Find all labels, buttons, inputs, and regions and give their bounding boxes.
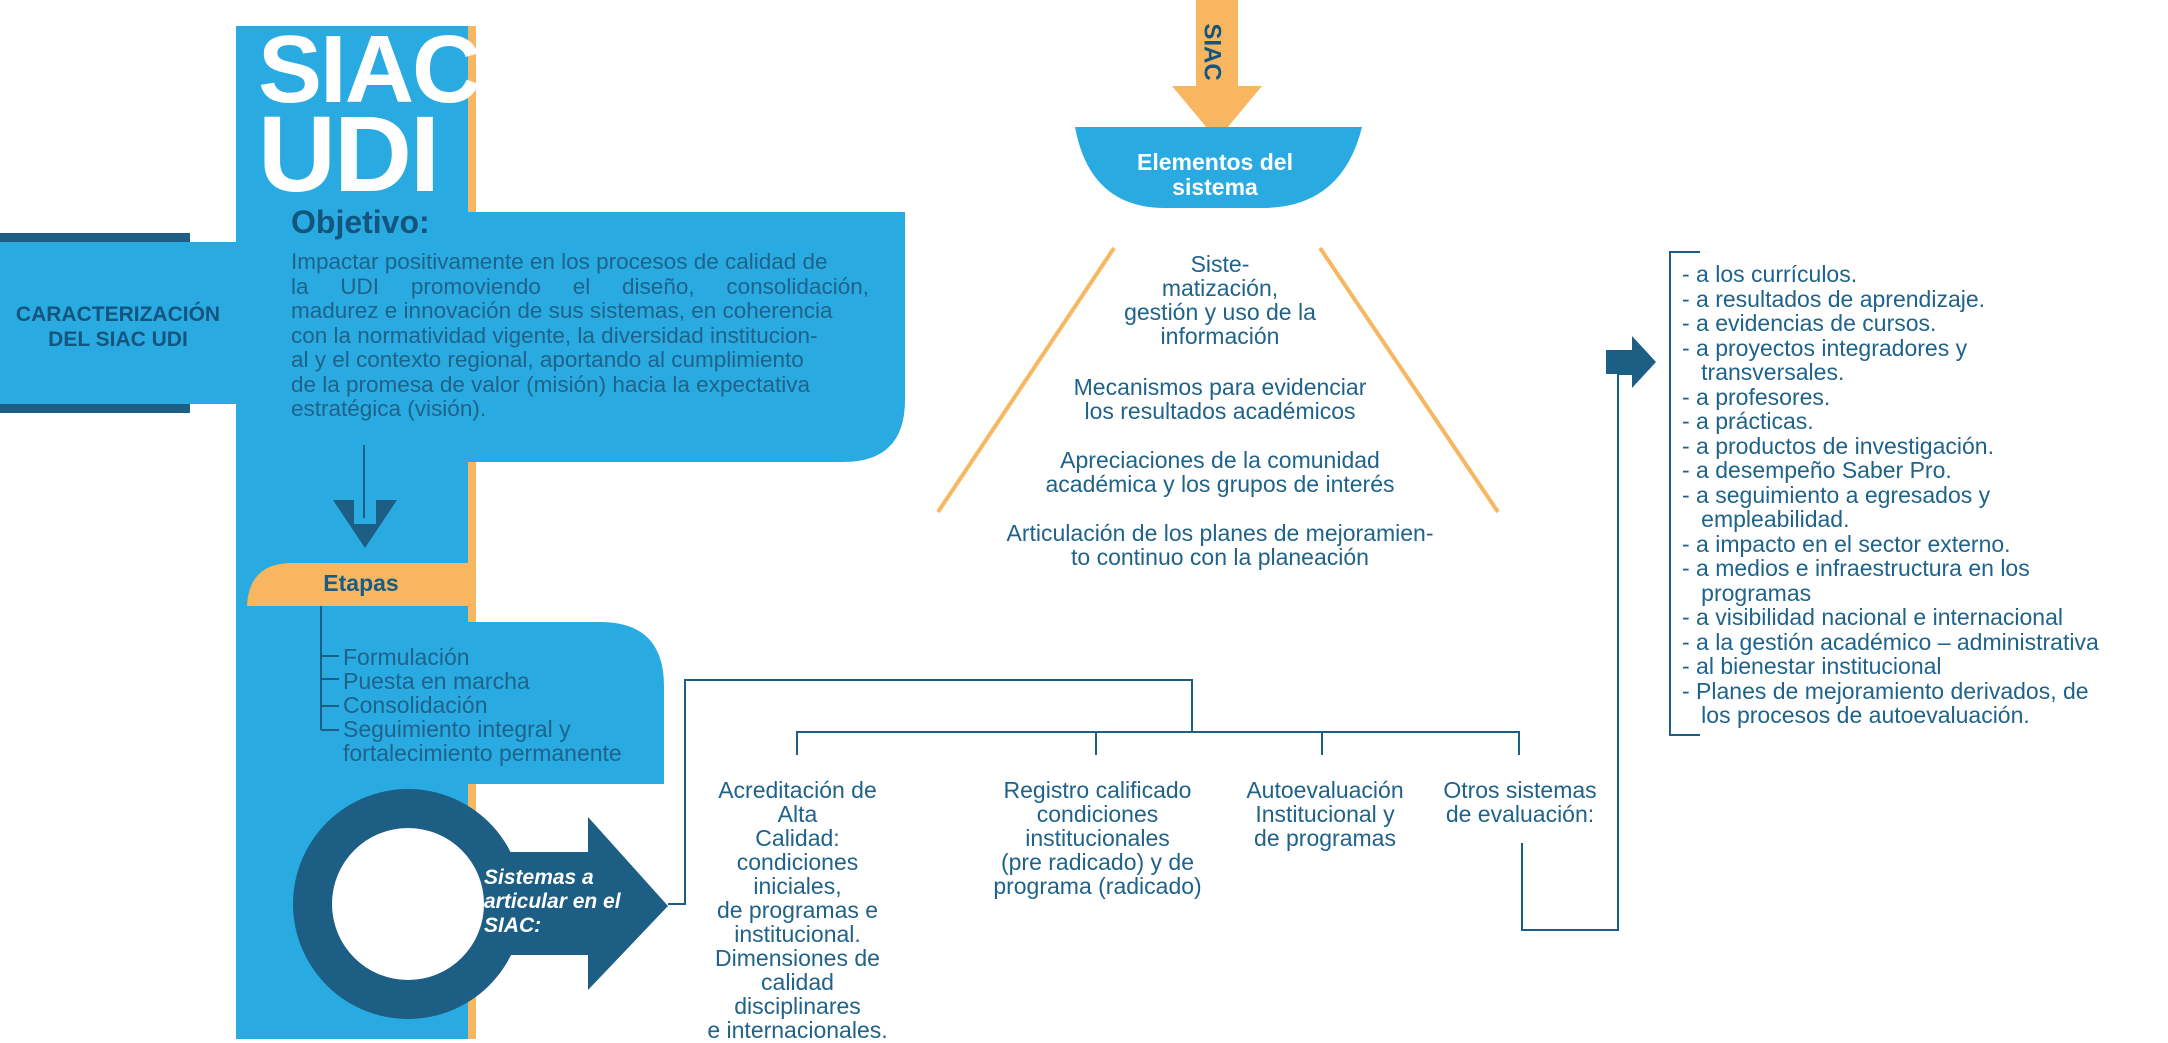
vertical-bar-shadow <box>466 26 476 1039</box>
list-item: empleabilidad. <box>1682 506 1850 532</box>
title-udi: UDI <box>258 93 440 214</box>
element-item: Apreciaciones de la comunidad académica … <box>1010 448 1430 496</box>
elements-title-line1: Elementos del <box>1137 149 1293 175</box>
elements-title-line2: sistema <box>1172 174 1258 200</box>
list-item: - a visibilidad nacional e internacional <box>1682 604 2064 630</box>
system-otros: Otros sistemas de evaluación: <box>1430 778 1610 826</box>
systems-label-line1: Sistemas a <box>484 866 594 889</box>
stage-item: fortalecimiento permanente <box>343 740 622 766</box>
caracterizacion-line1: CARACTERIZACIÓN <box>15 303 221 326</box>
stage-item: Seguimiento integral y <box>343 716 571 742</box>
stages-box <box>466 622 664 784</box>
down-arrow <box>333 500 397 548</box>
system-line: Institucional y <box>1255 801 1395 827</box>
objective-line: la UDI promoviendo el diseño, consolidac… <box>291 273 869 299</box>
list-item: - a proyectos integradores y <box>1682 334 1968 361</box>
system-line: Registro calificado <box>1003 777 1192 803</box>
caracterizacion-label: CARACTERIZACIÓN DEL SIAC UDI <box>0 302 236 352</box>
list-item: - a evidencias de cursos. <box>1682 310 1937 336</box>
objective-title: Objetivo: <box>291 204 430 240</box>
system-line: (pre radicado) y de <box>1000 849 1195 875</box>
system-line: Acreditación de Alta <box>718 777 877 827</box>
list-item: - a medios e infraestructura en los <box>1682 555 2030 581</box>
systems-label: Sistemas a articular en el SIAC: <box>484 866 634 938</box>
list-item: programas <box>1682 579 1812 606</box>
list-item: los procesos de autoevaluación. <box>1682 702 2030 728</box>
title-siac: SIAC <box>258 16 481 123</box>
element-line: Mecanismos para evidenciar <box>1073 374 1367 400</box>
system-line: Otros sistemas <box>1443 777 1597 803</box>
element-line: académica y los grupos de interés <box>1045 471 1395 497</box>
system-line: e internacionales. <box>707 1017 888 1043</box>
objective-line: estratégica (visión). <box>291 396 487 421</box>
system-line: condiciones iniciales, <box>736 849 859 899</box>
system-line: Dimensiones de <box>715 945 880 971</box>
system-autoevaluacion: Autoevaluación Institucional y de progra… <box>1235 778 1415 850</box>
element-item: Articulación de los planes de mejoramien… <box>980 521 1460 569</box>
list-item: - a impacto en el sector externo. <box>1682 530 2011 557</box>
list-item: - al bienestar institucional <box>1682 653 1942 679</box>
list-item: - a seguimiento a egresados y <box>1682 481 1991 508</box>
objective-line: al y el contexto regional, aportando al … <box>291 347 804 372</box>
stage-item: Consolidación <box>343 692 488 718</box>
list-item: - a resultados de aprendizaje. <box>1682 285 1986 312</box>
objective-line: con la normatividad vigente, la diversid… <box>291 322 818 348</box>
list-item: - a productos de investigación. <box>1682 432 1994 459</box>
objective-box <box>466 212 905 462</box>
system-acreditacion: Acreditación de Alta Calidad: condicione… <box>700 778 895 1042</box>
element-line: matización, <box>1161 275 1279 301</box>
elements-box <box>1075 127 1362 208</box>
element-item: Mecanismos para evidenciar los resultado… <box>1020 375 1420 423</box>
elements-title: Elementos del sistema <box>1100 150 1330 200</box>
evaluation-list: - a los currículos. - a resultados de ap… <box>1682 262 2099 728</box>
system-line: condiciones <box>1036 801 1159 827</box>
system-line: de programas e <box>716 897 879 923</box>
stages-title: Etapas <box>323 570 399 596</box>
objective-text: Impactar positivamente en los procesos d… <box>291 249 869 422</box>
element-line: Apreciaciones de la comunidad <box>1060 447 1380 473</box>
list-item: - a los currículos. <box>1682 261 1858 287</box>
system-line: calidad disciplinares <box>734 969 861 1019</box>
caracterizacion-box <box>0 242 240 404</box>
list-item: - a la gestión académico – administrativ… <box>1682 628 2099 655</box>
element-line: gestión y uso de la <box>1124 299 1316 325</box>
list-item: - a profesores. <box>1682 383 1831 410</box>
top-siac-label: SIAC <box>1197 16 1237 86</box>
stage-item: Puesta en marcha <box>343 668 530 694</box>
element-line: información <box>1160 323 1280 349</box>
system-line: institucional. <box>734 921 861 947</box>
systems-label-line3: SIAC: <box>484 914 542 937</box>
element-line: Siste- <box>1190 251 1250 277</box>
objective-line: madurez e innovación de sus sistemas, en… <box>291 298 833 323</box>
system-line: institucionales <box>1025 825 1170 851</box>
element-line: los resultados académicos <box>1084 398 1356 424</box>
system-line: Calidad: <box>755 825 840 851</box>
element-line: to continuo con la planeación <box>1071 544 1369 570</box>
objective-line: Impactar positivamente en los procesos d… <box>291 249 828 274</box>
ring-inner <box>332 828 484 980</box>
etapas-tab <box>247 563 476 606</box>
caracterizacion-line2: DEL SIAC UDI <box>48 328 188 351</box>
caracterizacion-stripe-bottom <box>0 404 190 413</box>
systems-label-line2: articular en el <box>484 890 621 913</box>
element-item: Siste- matización, gestión y uso de la i… <box>1085 252 1355 348</box>
list-item: - Planes de mejoramiento derivados, de <box>1682 677 2089 704</box>
caracterizacion-stripe-top <box>0 233 190 242</box>
system-line: Autoevaluación <box>1246 777 1404 803</box>
system-line: de programas <box>1254 825 1396 851</box>
system-line: de evaluación: <box>1445 801 1595 827</box>
list-item: transversales. <box>1682 359 1845 385</box>
list-item: - a prácticas. <box>1682 408 1814 434</box>
top-siac-arrow <box>1172 0 1262 140</box>
element-line: Articulación de los planes de mejoramien… <box>1006 520 1434 546</box>
list-item: - a desempeño Saber Pro. <box>1682 457 1952 483</box>
system-registro: Registro calificado condiciones instituc… <box>985 778 1210 898</box>
system-line: programa (radicado) <box>993 873 1202 899</box>
top-siac-text: SIAC <box>1198 23 1226 81</box>
list-arrow <box>1606 336 1656 388</box>
objective-line: de la promesa de valor (misión) hacia la… <box>291 371 811 397</box>
stage-item: Formulación <box>343 644 470 670</box>
